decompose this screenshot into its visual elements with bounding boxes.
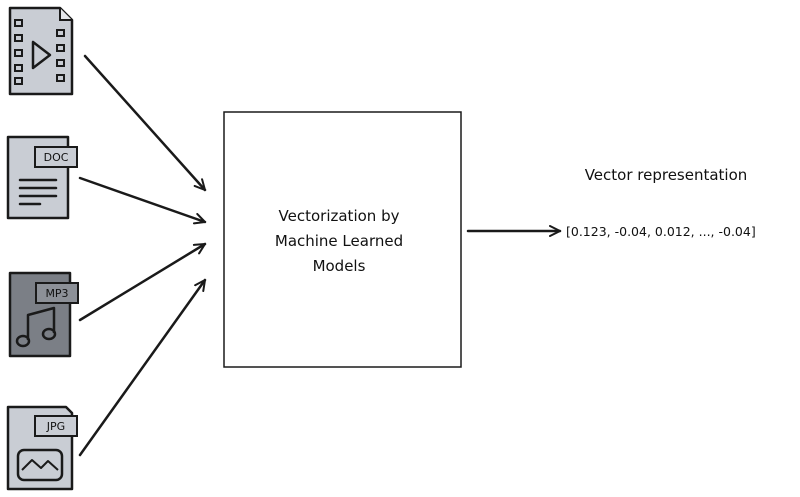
video-file-icon	[8, 6, 74, 96]
jpg-tag: JPG	[46, 420, 65, 433]
arrow-image-to-model	[78, 278, 207, 457]
vector-representation-label: Vector representation	[585, 166, 748, 184]
doc-tag: DOC	[44, 151, 69, 164]
process-line-3: Models	[313, 257, 366, 275]
process-line-2: Machine Learned	[275, 232, 403, 250]
audio-file-icon: MP3	[8, 271, 79, 358]
mp3-tag: MP3	[45, 287, 68, 300]
arrow-video-to-model	[83, 54, 207, 192]
arrow-audio-to-model	[78, 242, 207, 322]
document-file-icon: DOC	[6, 135, 78, 220]
vector-values: [0.123, -0.04, 0.012, ..., -0.04]	[566, 224, 756, 239]
vectorization-box	[223, 111, 462, 368]
arrow-doc-to-model	[78, 176, 207, 225]
image-file-icon: JPG	[6, 405, 78, 491]
process-line-1: Vectorization by	[279, 207, 400, 225]
